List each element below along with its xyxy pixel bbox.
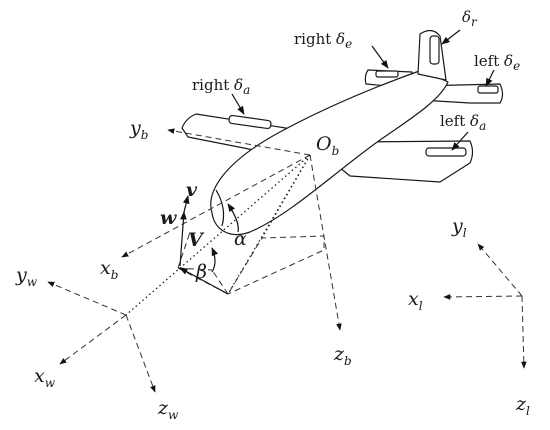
aircraft-drawing: [181, 29, 504, 236]
left-aileron: [425, 147, 467, 157]
rudder: [429, 35, 440, 65]
rudder-label: δr: [462, 8, 478, 29]
local-z-axis: [521, 295, 527, 369]
left-aileron-label: left δa: [440, 112, 486, 133]
local-y-axis: [477, 243, 523, 297]
beta-label: β: [195, 261, 207, 283]
left-elevator: [477, 85, 499, 94]
body-origin-label: Ob: [316, 133, 339, 158]
local-y-label: yl: [451, 215, 467, 240]
local-z-label: zl: [515, 393, 530, 418]
surface-pointers: [231, 29, 495, 151]
V-label: V: [188, 229, 205, 251]
right-aileron-label: right δa: [192, 76, 250, 97]
wind-frame-axes: [47, 154, 311, 393]
body-x-label: xb: [100, 257, 118, 282]
v-vector: [182, 195, 190, 213]
alpha-arc: [227, 203, 239, 233]
nose-outline: [215, 189, 225, 227]
velocity-line: [125, 154, 311, 316]
body-z-label: zb: [333, 343, 352, 368]
velocity-decomposition: [177, 154, 325, 295]
w-label: w: [160, 207, 177, 229]
local-x-axis: [443, 294, 523, 300]
beta-arc: [211, 247, 219, 273]
local-frame-axes: [443, 243, 527, 369]
wind-y-axis: [47, 281, 127, 316]
wind-x-label: xw: [34, 365, 56, 390]
body-frame-axes: [121, 128, 342, 331]
velocity-vector-V: [179, 267, 229, 295]
left-elevator-label: left δe: [474, 52, 520, 73]
v-label: v: [186, 179, 198, 201]
fuselage: [210, 69, 449, 236]
body-y-label: yb: [129, 117, 148, 142]
right-elevator: [375, 70, 399, 78]
right-elevator-label: right δe: [294, 30, 352, 51]
wind-y-label: yw: [15, 264, 38, 289]
body-y-axis: [167, 128, 311, 156]
body-x-axis: [121, 154, 311, 258]
wind-z-axis: [125, 314, 156, 393]
w-vector: [179, 211, 187, 267]
wind-x-axis: [59, 314, 127, 365]
alpha-label: α: [234, 228, 247, 250]
right-aileron: [228, 114, 272, 130]
wind-z-label: zw: [157, 397, 179, 422]
local-x-label: xl: [408, 288, 423, 313]
